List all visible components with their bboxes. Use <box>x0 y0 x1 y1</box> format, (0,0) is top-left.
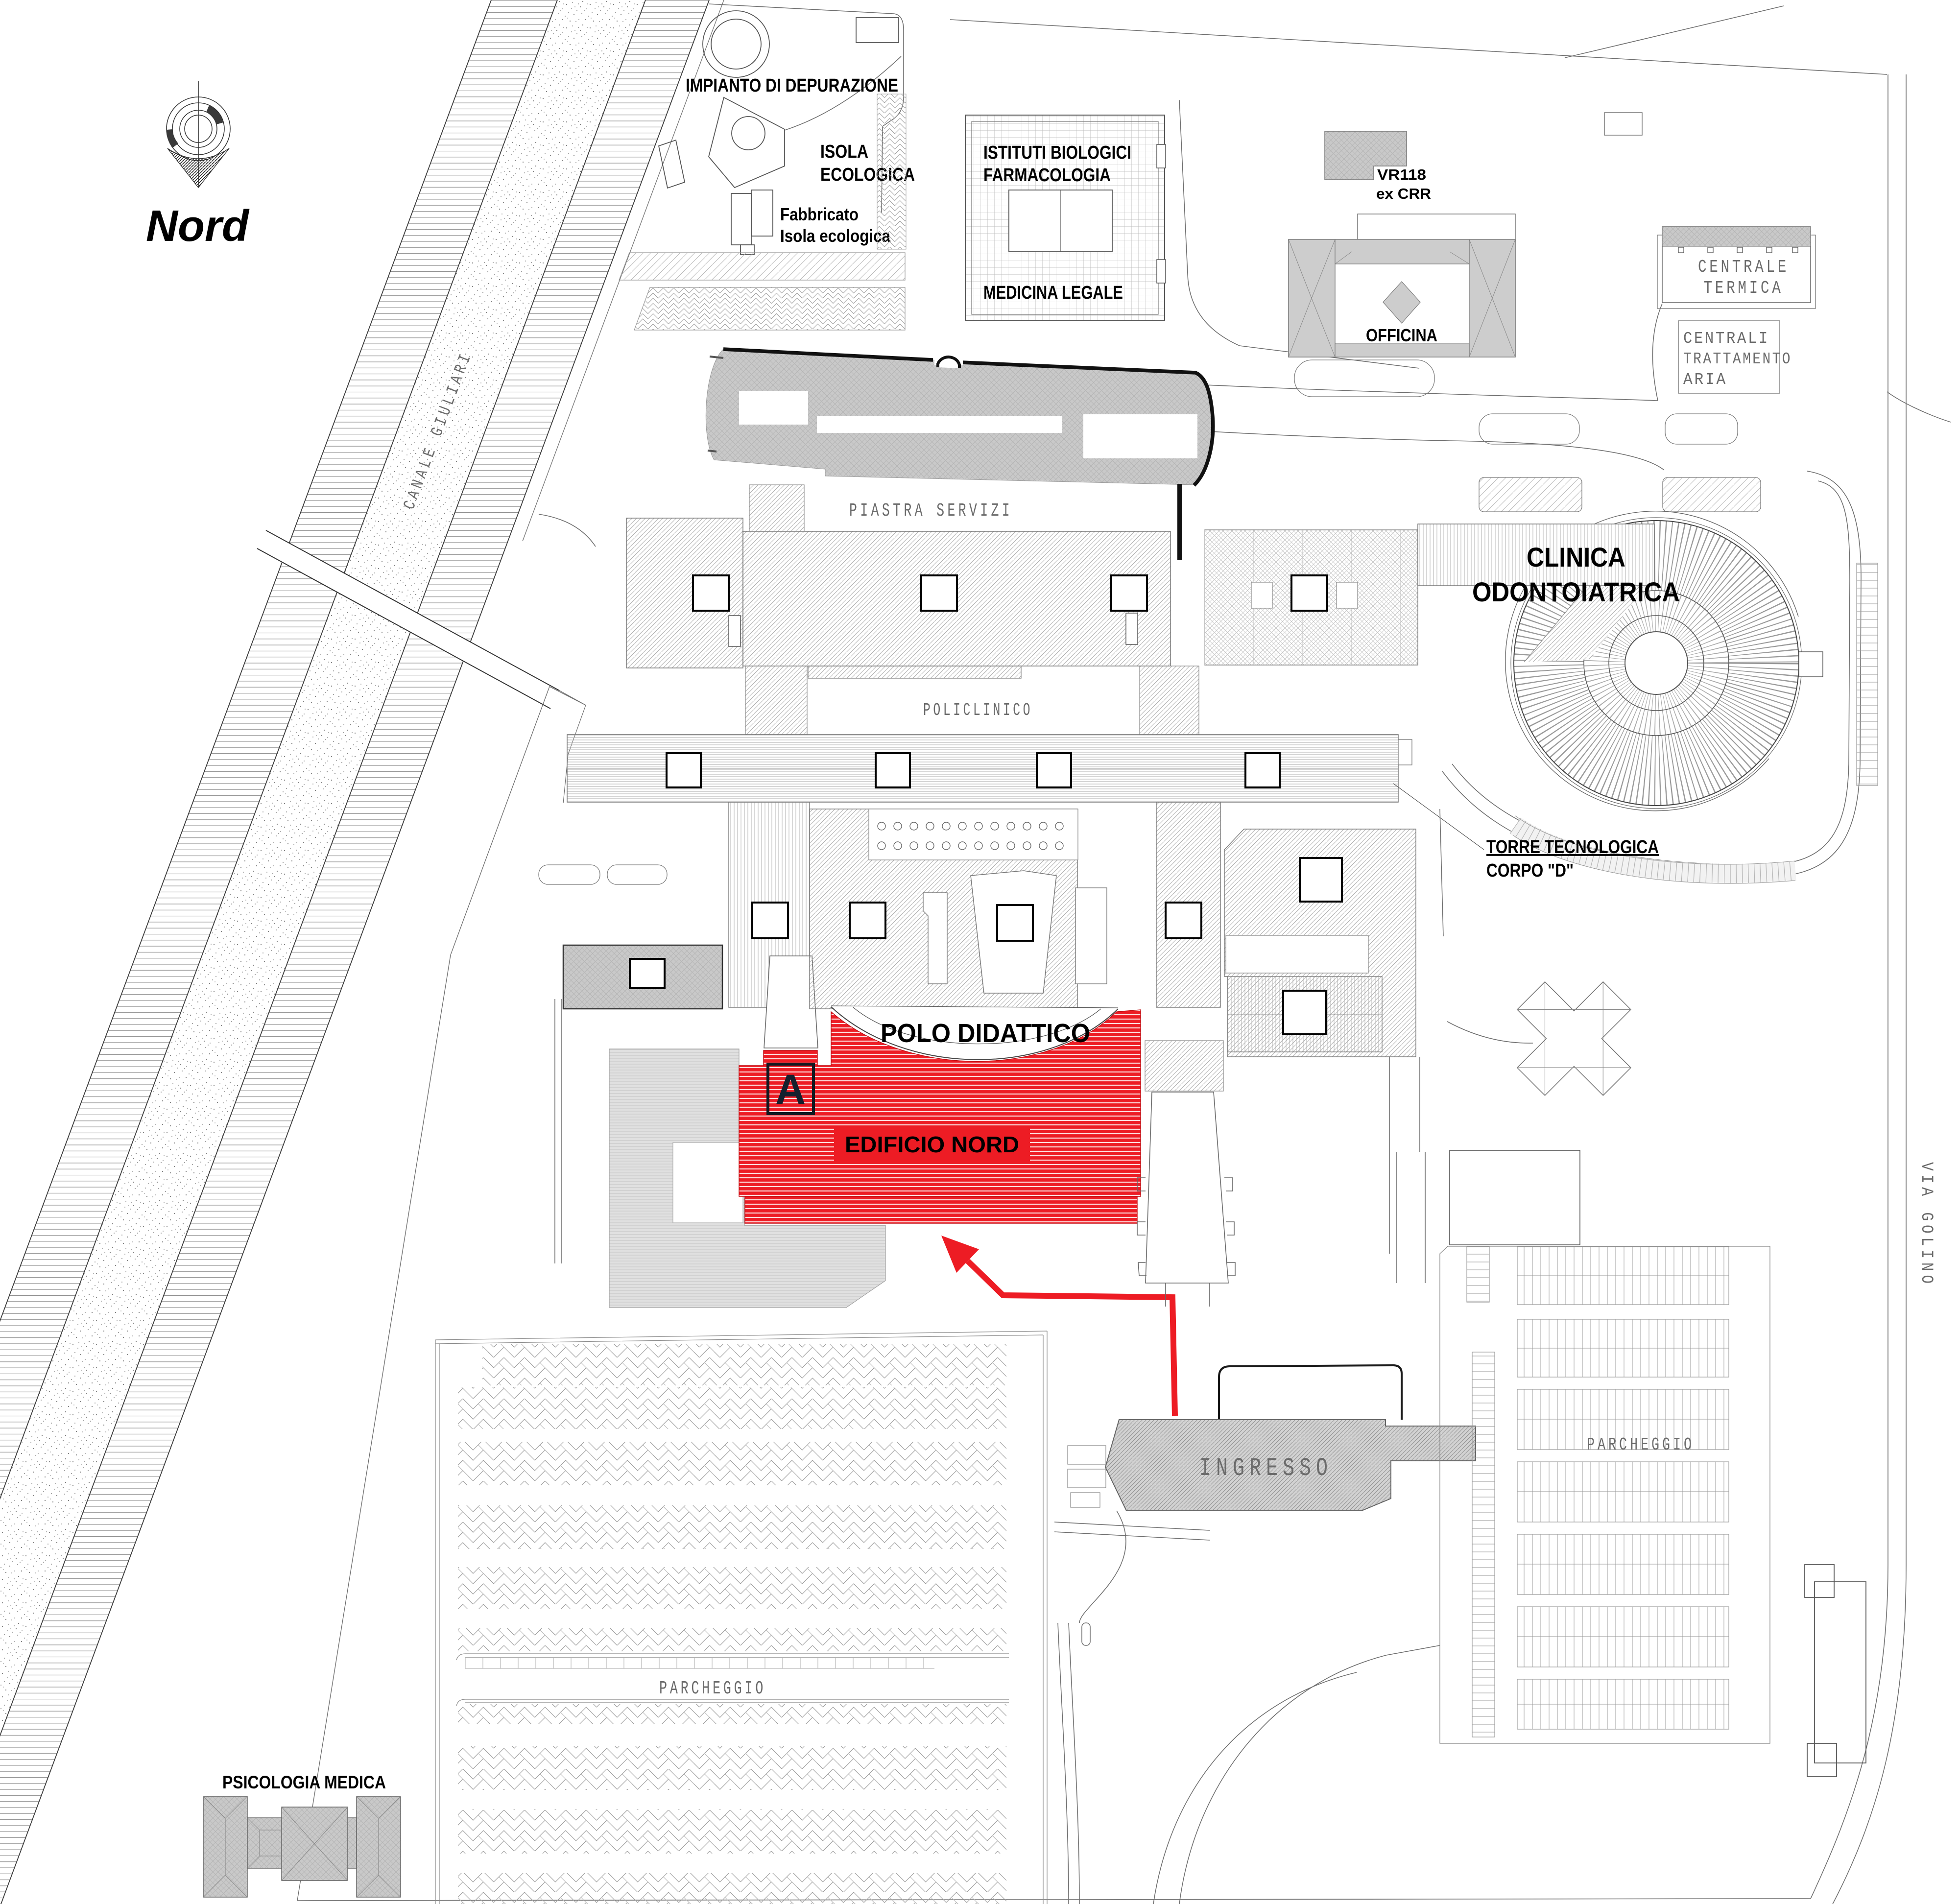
svg-text:Nord: Nord <box>146 202 250 251</box>
svg-text:IMPIANTO DI DEPURAZIONE: IMPIANTO DI DEPURAZIONE <box>686 75 898 96</box>
svg-text:MEDICINA LEGALE: MEDICINA LEGALE <box>983 283 1123 303</box>
svg-text:VR118: VR118 <box>1377 166 1426 183</box>
svg-text:FARMACOLOGIA: FARMACOLOGIA <box>983 165 1111 186</box>
svg-text:CENTRALE: CENTRALE <box>1698 257 1789 277</box>
svg-text:ISOLA: ISOLA <box>820 142 868 162</box>
svg-text:VIA GOLINO: VIA GOLINO <box>1917 1162 1935 1287</box>
svg-text:Fabbricato: Fabbricato <box>780 204 859 224</box>
svg-text:A: A <box>775 1066 806 1113</box>
svg-text:TERMICA: TERMICA <box>1704 278 1784 298</box>
svg-text:PARCHEGGIO: PARCHEGGIO <box>1587 1435 1695 1455</box>
svg-text:ODONTOIATRICA: ODONTOIATRICA <box>1472 576 1680 607</box>
svg-text:PSICOLOGIA MEDICA: PSICOLOGIA MEDICA <box>222 1772 386 1792</box>
svg-text:PARCHEGGIO: PARCHEGGIO <box>659 1678 766 1699</box>
svg-text:TORRE TECNOLOGICA: TORRE TECNOLOGICA <box>1486 837 1659 857</box>
svg-text:CORPO "D": CORPO "D" <box>1486 860 1574 881</box>
svg-text:TRATTAMENTO: TRATTAMENTO <box>1683 350 1792 368</box>
svg-text:POLICLINICO: POLICLINICO <box>923 700 1033 720</box>
svg-text:CENTRALI: CENTRALI <box>1683 330 1769 348</box>
svg-text:OFFICINA: OFFICINA <box>1366 325 1437 345</box>
svg-text:ex CRR: ex CRR <box>1376 185 1431 202</box>
svg-text:Isola ecologica: Isola ecologica <box>780 226 891 246</box>
svg-text:CLINICA: CLINICA <box>1527 542 1625 572</box>
svg-text:POLO DIDATTICO: POLO DIDATTICO <box>881 1019 1090 1048</box>
svg-text:ISTITUTI BIOLOGICI: ISTITUTI BIOLOGICI <box>983 143 1131 163</box>
svg-text:ARIA: ARIA <box>1683 371 1727 389</box>
svg-text:PIASTRA SERVIZI: PIASTRA SERVIZI <box>849 500 1013 522</box>
svg-text:EDIFICIO NORD: EDIFICIO NORD <box>845 1132 1019 1157</box>
svg-text:INGRESSO: INGRESSO <box>1199 1454 1333 1483</box>
